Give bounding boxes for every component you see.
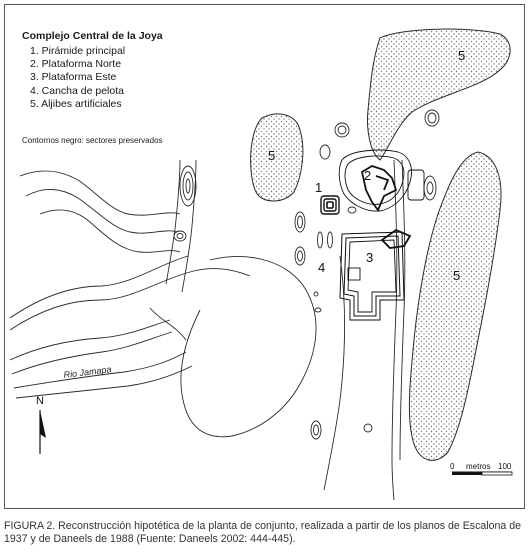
legend-item-2: 2. Plataforma Norte	[30, 58, 122, 71]
label-2: 2	[364, 168, 371, 183]
scale-end: 100	[498, 462, 512, 471]
label-4: 4	[318, 260, 325, 275]
legend-item-4: 4. Cancha de pelota	[30, 84, 124, 97]
legend-title: Complejo Central de la Joya	[22, 30, 163, 42]
scale-bar: 0 metros 100	[450, 462, 513, 476]
legend-item-3: 3. Plataforma Este	[30, 71, 117, 84]
label-5-top: 5	[458, 48, 465, 63]
site-map: 1 2 3 4 5 5 5 Rio Jamapa N 0 metros 100	[9, 28, 513, 501]
north-label: N	[36, 395, 44, 407]
label-5-left: 5	[268, 148, 275, 163]
plataforma-este	[339, 228, 412, 321]
small-mounds	[173, 109, 440, 440]
north-arrow: N	[36, 395, 46, 454]
figure-caption: FIGURA 2. Reconstrucción hipotética de l…	[4, 520, 522, 545]
reservoir-right	[408, 151, 502, 461]
scale-unit: metros	[466, 462, 490, 471]
north-arrow-head-icon	[40, 410, 46, 438]
terrain-contours	[9, 159, 406, 501]
label-1: 1	[315, 180, 322, 195]
legend-note: Contornos negro: sectores preservados	[22, 136, 163, 145]
label-3: 3	[366, 250, 373, 265]
map-legend: Complejo Central de la Joya 1. Pirámide …	[22, 30, 252, 111]
plataforma-norte	[338, 149, 425, 212]
river-label: Rio Jamapa	[63, 364, 112, 380]
legend-item-1: 1. Pirámide principal	[30, 45, 126, 57]
reservoir-left	[250, 113, 304, 202]
piramide-principal	[320, 195, 340, 215]
reservoir-top	[367, 28, 511, 161]
scale-start: 0	[450, 462, 455, 471]
legend-list: 1. Pirámide principal 2. Plataforma Nort…	[22, 45, 252, 111]
label-5-right: 5	[453, 268, 460, 283]
legend-item-5: 5. Aljibes artificiales	[30, 97, 122, 110]
